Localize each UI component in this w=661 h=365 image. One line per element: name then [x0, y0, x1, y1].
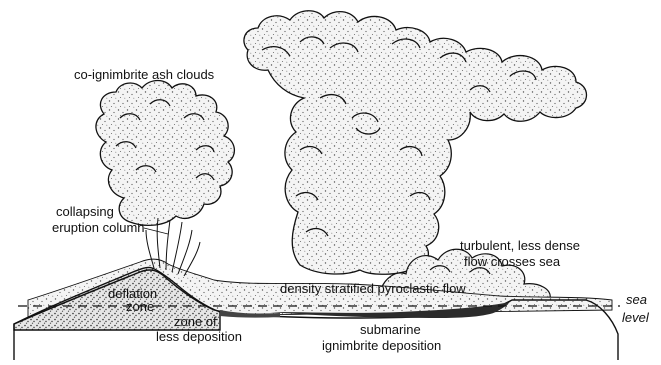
label-level: level	[622, 310, 650, 325]
large-ash-cloud	[244, 11, 587, 275]
label-ash-clouds: co-ignimbrite ash clouds	[74, 67, 215, 82]
label-submarine-2: ignimbrite deposition	[322, 338, 441, 353]
label-submarine-1: submarine	[360, 322, 421, 337]
small-ash-cloud	[96, 81, 234, 226]
label-density-flow: density stratified pyroclastic flow	[280, 281, 466, 296]
collapsing-leader	[144, 228, 168, 234]
label-turbulent-1: turbulent, less dense	[460, 238, 580, 253]
collapsing-column	[146, 218, 200, 276]
label-collapsing-2: eruption column	[52, 220, 145, 235]
label-deflation-2: zone	[126, 299, 154, 314]
label-less-dep-2: less deposition	[156, 329, 242, 344]
label-sea: sea	[626, 292, 647, 307]
label-turbulent-2: flow crosses sea	[464, 254, 561, 269]
label-collapsing-1: collapsing	[56, 204, 114, 219]
label-less-dep-1: zone of	[174, 314, 217, 329]
